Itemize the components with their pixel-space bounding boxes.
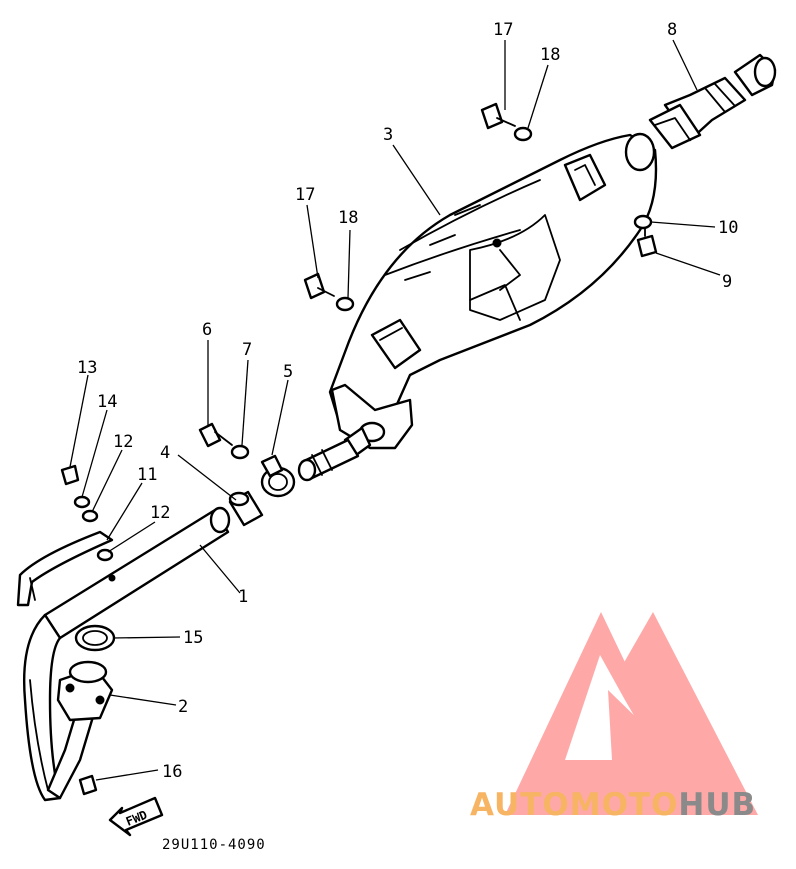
callout-12-lower: 12 <box>150 503 170 523</box>
part-3-muffler <box>297 132 658 482</box>
callout-10: 10 <box>718 218 738 238</box>
part-17-bolt-front <box>303 272 335 300</box>
part-6-bolt <box>198 422 233 448</box>
leader-lines <box>69 39 721 781</box>
callout-18-front: 18 <box>338 208 358 228</box>
callout-2: 2 <box>178 697 188 717</box>
part-16-nut <box>78 774 98 796</box>
part-18-washer-front <box>335 296 355 312</box>
callout-17-rear: 17 <box>493 20 513 40</box>
part-13-screw <box>60 464 80 486</box>
callout-7: 7 <box>242 340 252 360</box>
automotohub-logo: AUTOMOTOHUB <box>470 612 758 823</box>
part-8-tail-pipe <box>648 53 777 150</box>
logo-text-moto: MOTO <box>570 787 679 823</box>
logo-text-auto: AUTO <box>470 787 570 823</box>
part-17-bolt-rear <box>480 102 516 130</box>
callout-16: 16 <box>162 762 182 782</box>
logo-text-hub: HUB <box>678 787 756 823</box>
callout-4: 4 <box>160 443 170 463</box>
callout-15: 15 <box>183 628 203 648</box>
callout-3: 3 <box>383 125 393 145</box>
part-1-exhaust-pipe <box>41 506 231 640</box>
callout-1: 1 <box>238 587 248 607</box>
callout-9: 9 <box>722 272 732 292</box>
callout-18-rear: 18 <box>540 45 560 65</box>
callout-5: 5 <box>283 362 293 382</box>
logo-inner-g <box>608 690 680 760</box>
part-15-gasket-ring <box>74 624 116 652</box>
fwd-arrow: FWD <box>108 796 164 837</box>
part-12-grommet-upper <box>81 509 99 523</box>
part-9-bolt <box>636 227 658 258</box>
callouts: 3 8 17 18 17 18 10 9 6 7 5 4 1 13 14 12 … <box>77 20 738 782</box>
part-5-clamp <box>260 454 296 498</box>
callout-6: 6 <box>202 320 212 340</box>
callout-11: 11 <box>137 465 157 485</box>
part-14-washer <box>73 495 91 509</box>
part-2-pipe-bend <box>23 613 114 802</box>
drawing-code: 29U110-4090 <box>162 837 266 853</box>
part-11-protector <box>16 530 114 607</box>
part-12-grommet-lower <box>96 548 114 562</box>
logo-text: AUTOMOTOHUB <box>470 787 756 823</box>
callout-14: 14 <box>97 392 117 412</box>
callout-8: 8 <box>667 20 677 40</box>
logo-triangle-right <box>575 612 758 815</box>
part-4-gasket <box>228 490 264 527</box>
part-18-washer-rear <box>513 126 533 142</box>
callout-12-upper: 12 <box>113 432 133 452</box>
part-10-washer <box>633 214 653 230</box>
callout-13: 13 <box>77 358 97 378</box>
callout-17-front: 17 <box>295 185 315 205</box>
part-7-washer <box>230 444 250 460</box>
